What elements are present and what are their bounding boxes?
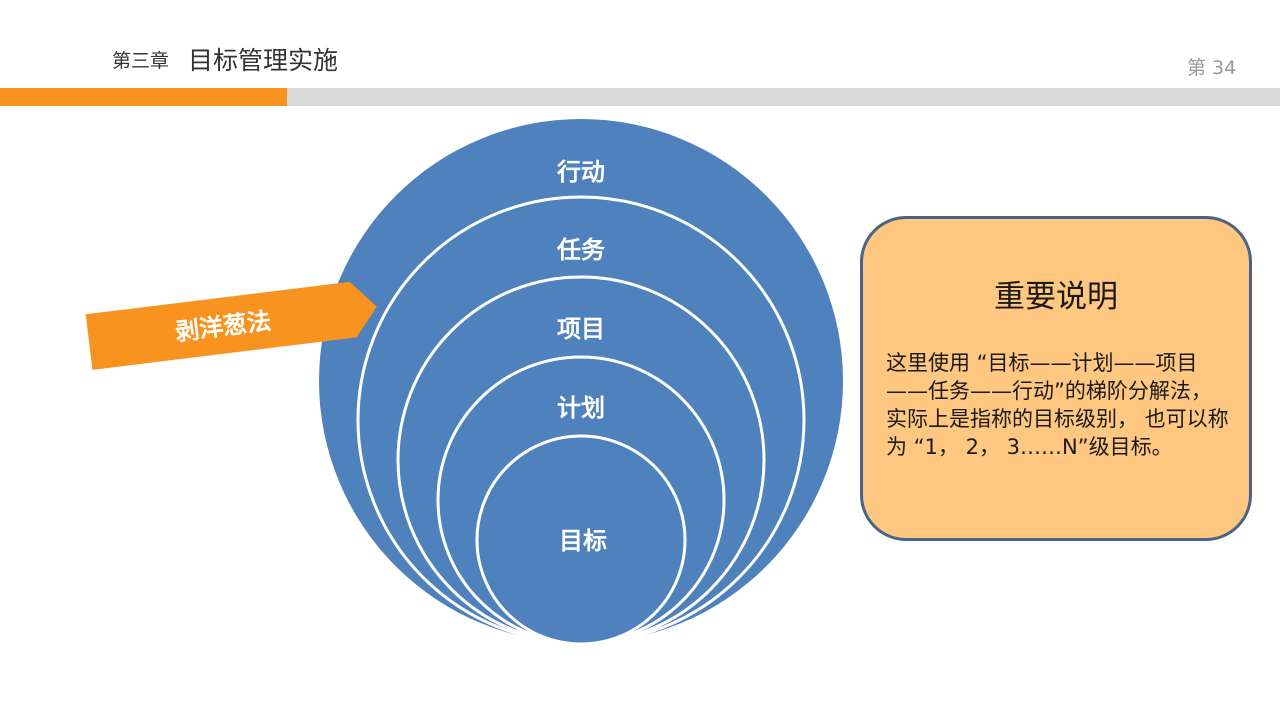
layer-label-5: 目标 bbox=[559, 527, 607, 555]
layer-label-3: 项目 bbox=[557, 315, 605, 343]
page-number: 第 34 bbox=[1187, 57, 1237, 79]
pointer-arrow: 剥洋葱法 bbox=[85, 281, 377, 370]
chapter-title: 目标管理实施 bbox=[188, 46, 339, 75]
note-title: 重要说明 bbox=[994, 279, 1118, 315]
note-body: 这里使用 “目标——计划——项目——任务——行动”的梯阶分解法， 实际上是指称的… bbox=[886, 351, 1229, 459]
layer-label-2: 任务 bbox=[556, 236, 606, 264]
layer-label-4: 计划 bbox=[557, 394, 605, 422]
chapter-label: 第三章 bbox=[112, 50, 170, 72]
header-accent-bar bbox=[0, 88, 287, 106]
note-box: 重要说明 这里使用 “目标——计划——项目——任务——行动”的梯阶分解法， 实际… bbox=[860, 216, 1252, 541]
header-divider-bar bbox=[287, 88, 1280, 106]
onion-layer-5 bbox=[475, 434, 687, 646]
layer-label-1: 行动 bbox=[556, 158, 605, 186]
pointer-arrow-shape bbox=[85, 281, 377, 370]
